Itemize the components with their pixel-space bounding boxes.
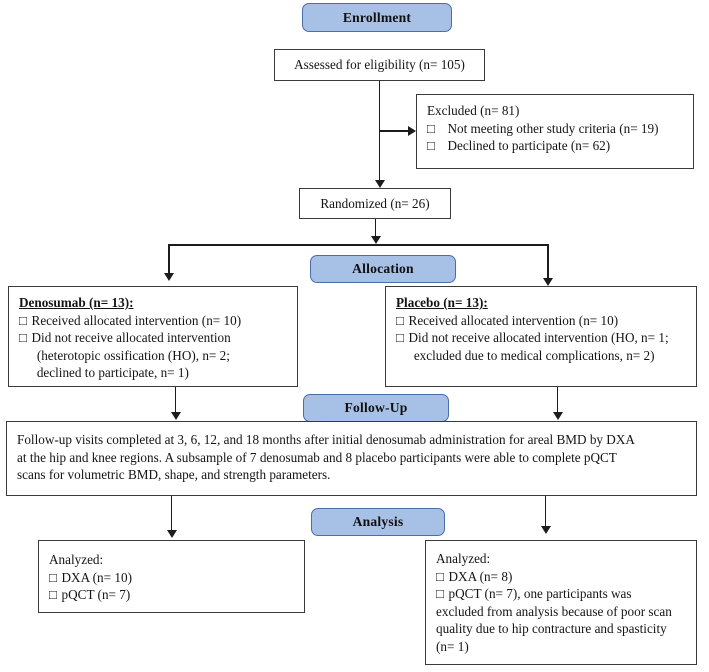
checkbox-glyph-icon: □	[436, 568, 444, 584]
box-randomized: Randomized (n= 26)	[299, 188, 451, 219]
randomized-text: Randomized (n= 26)	[320, 195, 430, 211]
connector-branch-right	[547, 244, 549, 282]
arrow-analysis-left	[166, 530, 177, 538]
box-analyzed-denosumab: Analyzed: □DXA (n= 10) □pQCT (n= 7)	[38, 540, 305, 613]
excluded-item-0: □Not meeting other study criteria (n= 19…	[427, 120, 659, 136]
stage-pill-enrollment: Enrollment	[302, 3, 452, 32]
followup-line-1: at the hip and knee regions. A subsample…	[17, 449, 617, 465]
stage-pill-analysis: Analysis	[311, 508, 445, 536]
box-allocation-denosumab: Denosumab (n= 13): □Received allocated i…	[8, 286, 298, 387]
denosumab-item-0: □Received allocated intervention (n= 10)	[19, 312, 242, 328]
stage-pill-followup-label: Follow-Up	[344, 400, 408, 415]
stage-pill-allocation: Allocation	[310, 255, 456, 283]
arrow-to-excluded	[408, 126, 416, 136]
analysis-left-item-1: □pQCT (n= 7)	[49, 587, 131, 603]
checkbox-glyph-icon: □	[396, 330, 404, 346]
analysis-right-item-1-cont-0: excluded from analysis because of poor s…	[436, 603, 672, 619]
placebo-item-1-cont-0: excluded due to medical complications, n…	[413, 347, 655, 363]
denosumab-item-1-cont-1: declined to participate, n= 1)	[36, 365, 189, 381]
stage-pill-followup: Follow-Up	[303, 394, 449, 422]
excluded-heading: Excluded (n= 81)	[427, 103, 520, 118]
checkbox-glyph-icon: □	[49, 569, 57, 585]
box-allocation-placebo: Placebo (n= 13): □Received allocated int…	[385, 286, 697, 387]
denosumab-item-1: □Did not receive allocated intervention	[19, 330, 231, 346]
arrow-branch-right	[543, 278, 553, 286]
checkbox-glyph-icon: □	[19, 312, 27, 328]
followup-line-2: scans for volumetric BMD, shape, and str…	[17, 467, 331, 483]
arrow-randomized-split	[370, 236, 381, 244]
box-analyzed-placebo: Analyzed: □DXA (n= 8) □pQCT (n= 7), one …	[425, 540, 697, 665]
checkbox-glyph-icon: □	[427, 120, 435, 136]
connector-split-bar	[168, 244, 548, 246]
connector-to-excluded	[378, 130, 410, 132]
followup-line-0: Follow-up visits completed at 3, 6, 12, …	[17, 432, 635, 447]
analysis-right-item-0: □DXA (n= 8)	[436, 568, 513, 584]
denosumab-item-1-cont-0: (heterotopic ossification (HO), n= 2;	[36, 347, 230, 363]
stage-pill-allocation-label: Allocation	[352, 261, 414, 276]
connector-followup-analysis-left	[170, 496, 173, 534]
analysis-left-heading: Analyzed:	[49, 552, 104, 567]
arrow-analysis-right	[540, 526, 551, 534]
assessed-for-eligibility-text: Assessed for eligibility (n= 105)	[294, 57, 465, 73]
placebo-item-1: □Did not receive allocated intervention …	[396, 330, 669, 346]
analysis-right-heading: Analyzed:	[436, 551, 491, 566]
connector-branch-left	[168, 244, 170, 277]
analysis-right-item-1: □pQCT (n= 7), one participants was	[436, 586, 632, 602]
stage-pill-analysis-label: Analysis	[352, 514, 404, 529]
arrow-denosumab-followup	[170, 412, 181, 420]
denosumab-heading: Denosumab (n= 13):	[19, 295, 134, 310]
box-excluded: Excluded (n= 81) □Not meeting other stud…	[416, 94, 694, 169]
analysis-left-item-0: □DXA (n= 10)	[49, 569, 132, 585]
checkbox-glyph-icon: □	[49, 587, 57, 603]
analysis-right-item-1-cont-2: (n= 1)	[436, 638, 469, 654]
connector-randomized-down	[374, 219, 377, 240]
box-followup-details: Follow-up visits completed at 3, 6, 12, …	[6, 421, 697, 496]
placebo-item-0: □Received allocated intervention (n= 10)	[396, 312, 619, 328]
analysis-right-item-1-cont-1: quality due to hip contracture and spast…	[436, 621, 667, 637]
stage-pill-enrollment-label: Enrollment	[342, 9, 412, 25]
arrow-branch-left	[164, 273, 174, 281]
arrow-placebo-followup	[552, 412, 563, 420]
placebo-heading: Placebo (n= 13):	[396, 295, 488, 310]
checkbox-glyph-icon: □	[396, 312, 404, 328]
connector-placebo-followup	[556, 387, 559, 416]
connector-assessed-trunk	[378, 81, 381, 186]
box-assessed-for-eligibility: Assessed for eligibility (n= 105)	[274, 49, 485, 81]
arrow-to-randomized	[374, 180, 385, 188]
connector-denosumab-followup	[174, 387, 177, 416]
checkbox-glyph-icon: □	[19, 330, 27, 346]
checkbox-glyph-icon: □	[427, 138, 435, 154]
excluded-item-1: □Declined to participate (n= 62)	[427, 138, 611, 154]
connector-followup-analysis-right	[544, 496, 547, 530]
checkbox-glyph-icon: □	[436, 586, 444, 602]
